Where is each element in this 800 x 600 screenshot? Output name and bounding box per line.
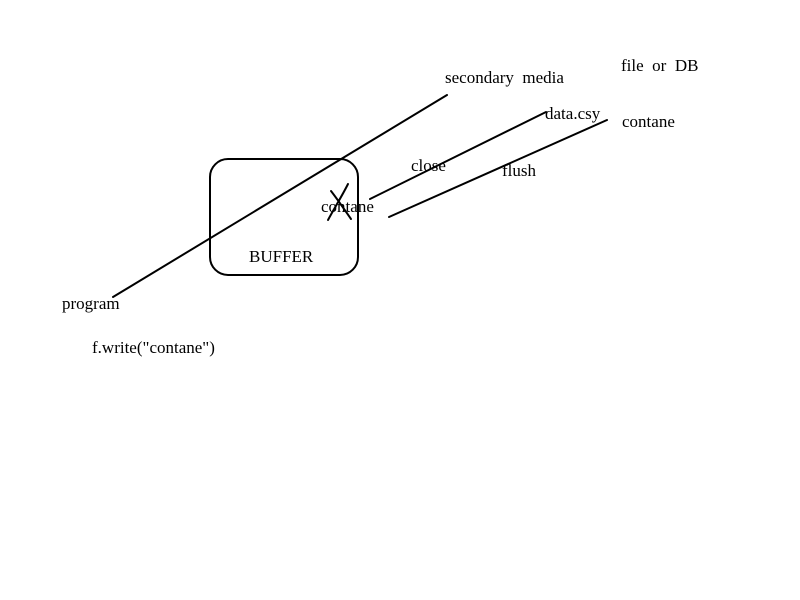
flush-line — [388, 119, 608, 218]
file-or-db-label: file or DB — [621, 56, 698, 75]
data-file-label: data.csy — [545, 104, 601, 123]
buffer-content-label: contane — [321, 197, 374, 216]
flush-label: flush — [502, 161, 537, 180]
cross-out-mark — [327, 183, 352, 221]
close-label: close — [411, 156, 446, 175]
buffer-label: BUFFER — [249, 247, 314, 266]
close-line — [369, 111, 547, 200]
buffer-box — [209, 158, 359, 276]
program-label: program — [62, 294, 120, 313]
write-call-label: f.write("contane") — [92, 338, 215, 357]
file-content-label: contane — [622, 112, 675, 131]
secondary-media-label: secondary media — [445, 68, 564, 87]
program-to-media-line — [112, 94, 448, 298]
